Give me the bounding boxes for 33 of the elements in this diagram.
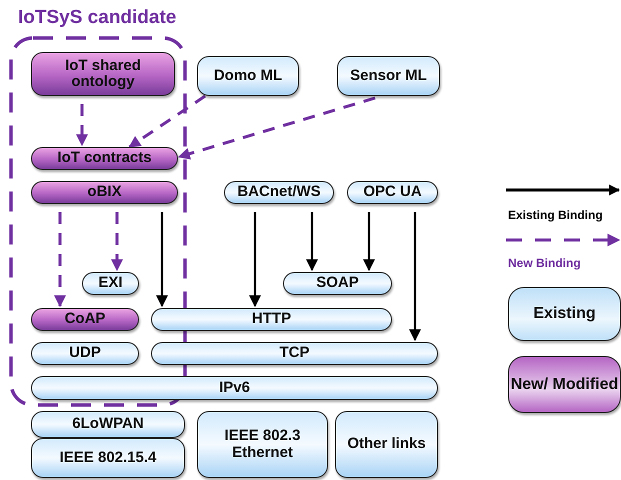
protocol-box: OPC UA: [347, 181, 438, 204]
protocol-box: SOAP: [283, 272, 392, 295]
legend-label: Existing Binding: [508, 208, 603, 222]
arrow: [156, 212, 168, 308]
protocol-box: IoT shared ontology: [31, 52, 175, 96]
protocol-box: Other links: [335, 411, 438, 478]
arrow: [306, 212, 318, 272]
layer-bar: HTTP: [151, 308, 392, 331]
protocol-box: EXI: [82, 272, 139, 295]
legend-label: New Binding: [508, 256, 581, 270]
arrow: [363, 212, 375, 272]
arrow: [178, 96, 376, 160]
layer-bar: TCP: [151, 342, 438, 365]
protocol-box: Domo ML: [197, 56, 299, 96]
protocol-box: CoAP: [31, 308, 139, 331]
legend-swatch: Existing: [508, 287, 621, 341]
protocol-box: oBIX: [31, 181, 178, 204]
legend-swatch: New/ Modified: [508, 356, 621, 413]
arrow: [249, 212, 261, 308]
layer-bar: IPv6: [31, 376, 438, 400]
region-heading: IoTSyS candidate: [18, 8, 176, 29]
protocol-box: IEEE 802.3 Ethernet: [197, 411, 328, 478]
protocol-box: BACnet/WS: [224, 181, 334, 204]
arrow: [54, 212, 66, 308]
arrow: [111, 212, 123, 272]
protocol-box: IEEE 802.15.4: [31, 438, 185, 478]
protocol-box: IoT contracts: [31, 147, 178, 170]
protocol-box: UDP: [31, 342, 139, 365]
arrow: [409, 212, 421, 342]
arrow: [76, 104, 88, 146]
arrow: [128, 94, 206, 148]
protocol-box: 6LoWPAN: [31, 411, 185, 438]
protocol-box: Sensor ML: [337, 56, 440, 96]
